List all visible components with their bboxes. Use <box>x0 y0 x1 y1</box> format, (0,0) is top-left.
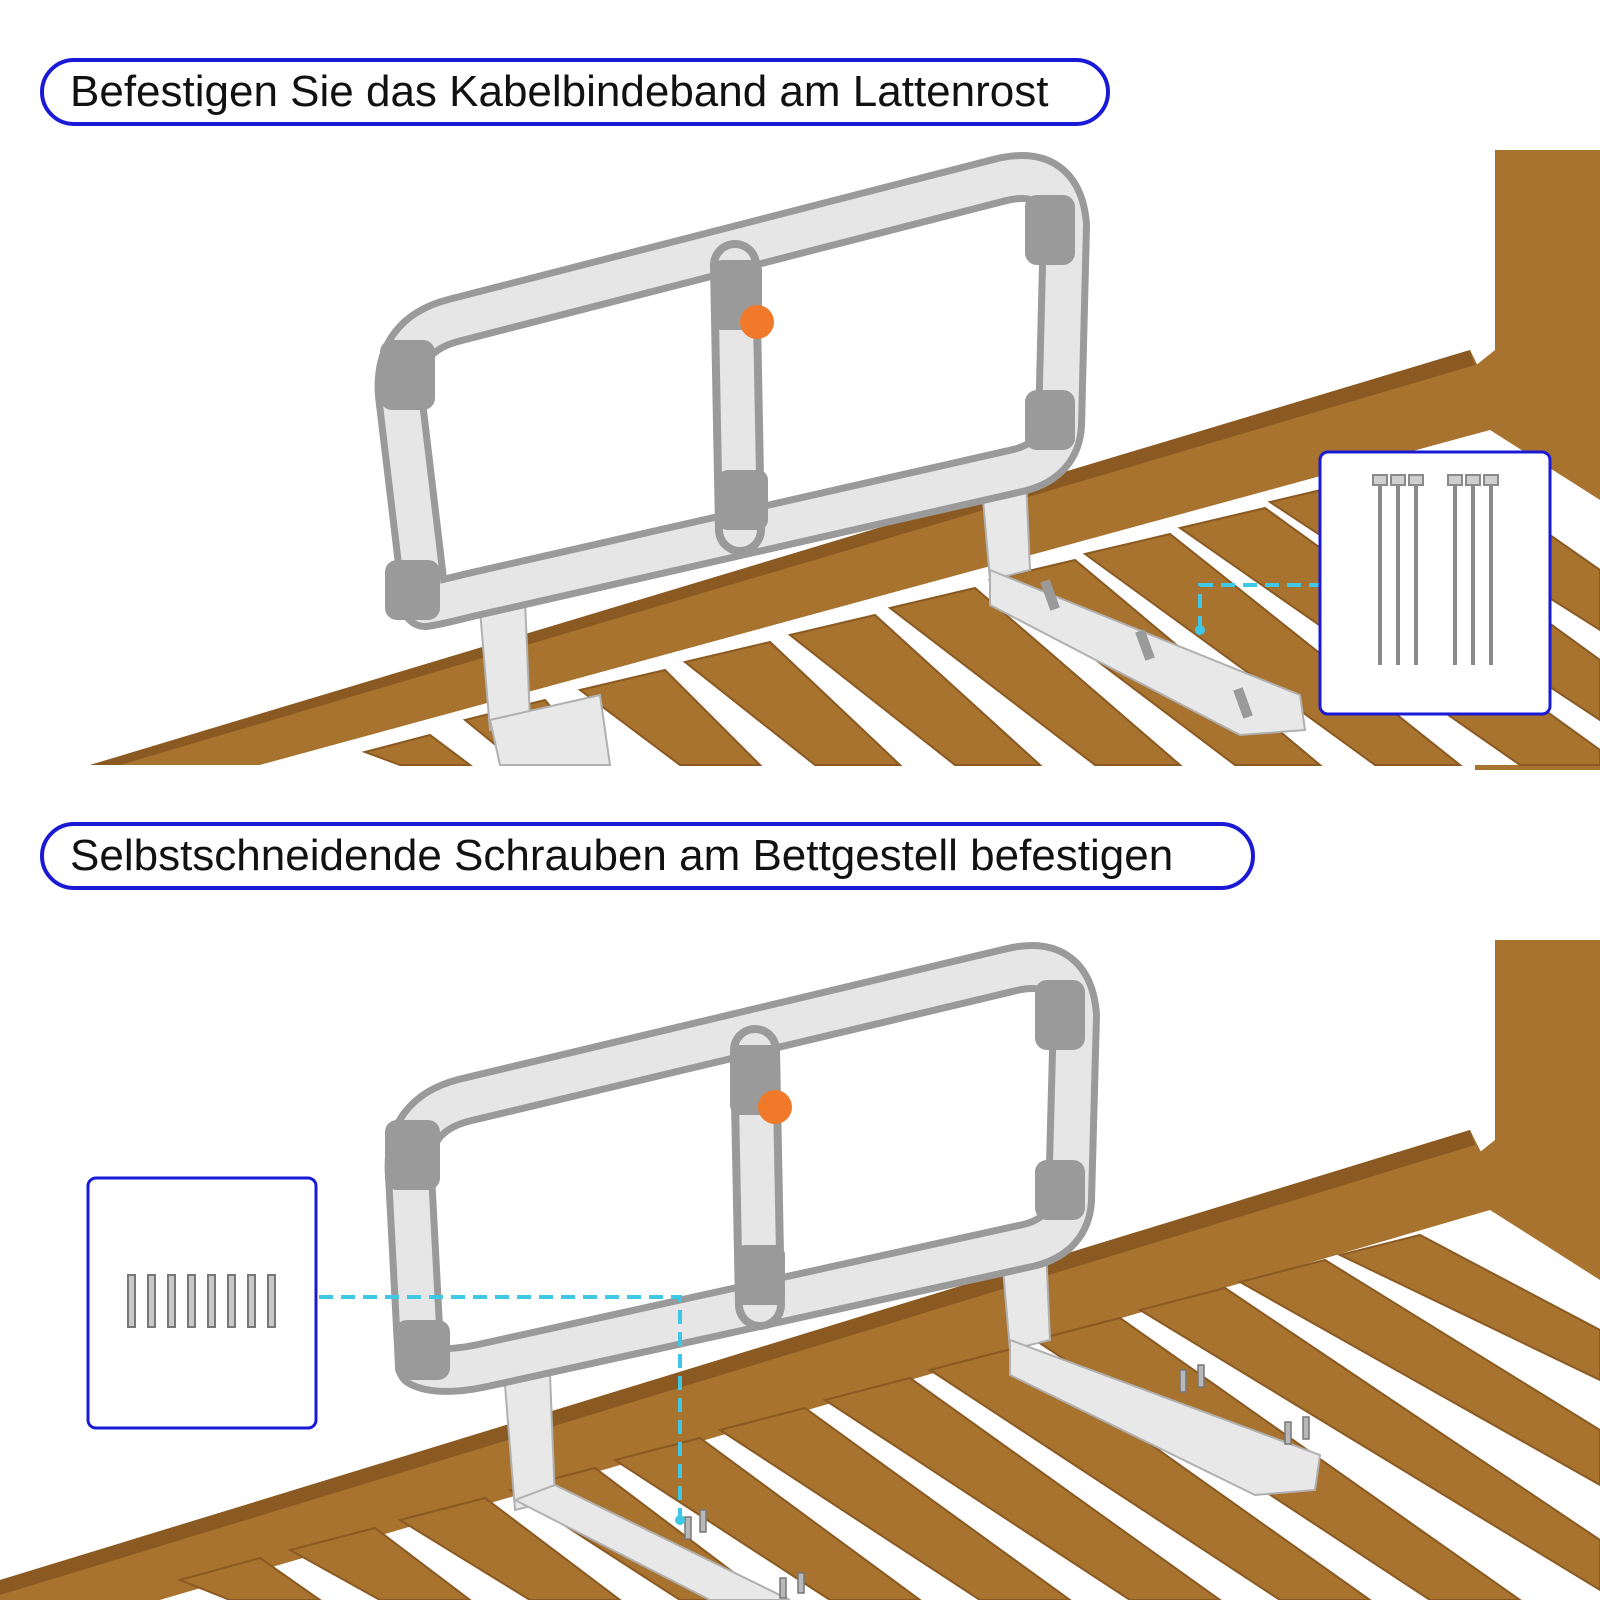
rail-joints <box>385 980 1085 1380</box>
rail-joints <box>380 195 1075 620</box>
step-2-title: Selbstschneidende Schrauben am Bettgeste… <box>40 822 1255 890</box>
leader-line <box>275 1295 682 1520</box>
screws-callout <box>86 1176 318 1430</box>
step-1-label: Befestigen Sie das Kabelbindeband am Lat… <box>70 67 1049 116</box>
screws-installed <box>684 1364 1310 1599</box>
cable-ties-installed <box>1040 579 1253 719</box>
screws-icon <box>127 1274 276 1328</box>
release-button[interactable] <box>758 1090 792 1124</box>
leader-line <box>1198 583 1375 630</box>
step-1-illustration <box>90 150 1600 770</box>
release-button[interactable] <box>740 305 774 339</box>
step-1-title: Befestigen Sie das Kabelbindeband am Lat… <box>40 58 1110 126</box>
cable-ties-callout <box>1318 450 1552 716</box>
step-2-label: Selbstschneidende Schrauben am Bettgeste… <box>70 831 1174 880</box>
step-2-illustration <box>0 940 1600 1600</box>
mount-brackets <box>503 1223 1322 1600</box>
cable-ties-icon <box>1378 485 1493 665</box>
